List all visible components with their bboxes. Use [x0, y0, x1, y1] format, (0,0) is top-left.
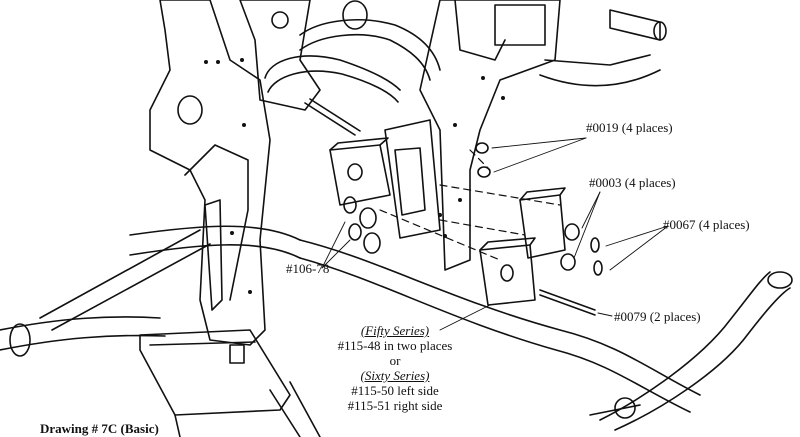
- center-bracket: [384, 119, 441, 239]
- label-0067: #0067 (4 places): [663, 217, 750, 232]
- pivot-pins: [343, 196, 381, 254]
- label-0079: #0079 (2 places): [614, 309, 701, 324]
- foot-bracket-left: [139, 329, 291, 437]
- label-106-78: #106-78: [286, 261, 330, 276]
- series-note: (Fifty Series) #115-48 in two places or …: [320, 323, 470, 413]
- label-0019: #0019 (4 places): [586, 120, 673, 135]
- fifty-series-label: (Fifty Series): [360, 323, 430, 338]
- ring-gear: [264, 0, 441, 103]
- label-0003: #0003 (4 places): [589, 175, 676, 190]
- part-115-50: #115-50 left side: [351, 383, 439, 398]
- rod-diagonal: [304, 98, 361, 136]
- leader-lines: [321, 137, 669, 331]
- frame-tube-right: [589, 271, 793, 431]
- side-plate-right: [419, 0, 661, 271]
- bolts: [475, 142, 596, 316]
- center-plate: [239, 0, 321, 111]
- or-label: or: [389, 353, 401, 368]
- side-plate-left: [149, 0, 271, 346]
- plate-holes: [204, 58, 505, 294]
- sixty-series-label: (Sixty Series): [360, 368, 430, 383]
- frame-tube-base: [39, 225, 701, 437]
- part-115-48: #115-48 in two places: [337, 338, 453, 353]
- mount-block-right: [479, 187, 566, 306]
- frame-tube-left: [0, 316, 166, 357]
- mount-block-left: [329, 137, 391, 206]
- washers: [560, 223, 603, 276]
- handle-grip: [609, 9, 667, 41]
- part-115-51: #115-51 right side: [347, 398, 443, 413]
- drawing-title: Drawing # 7C (Basic): [40, 421, 159, 436]
